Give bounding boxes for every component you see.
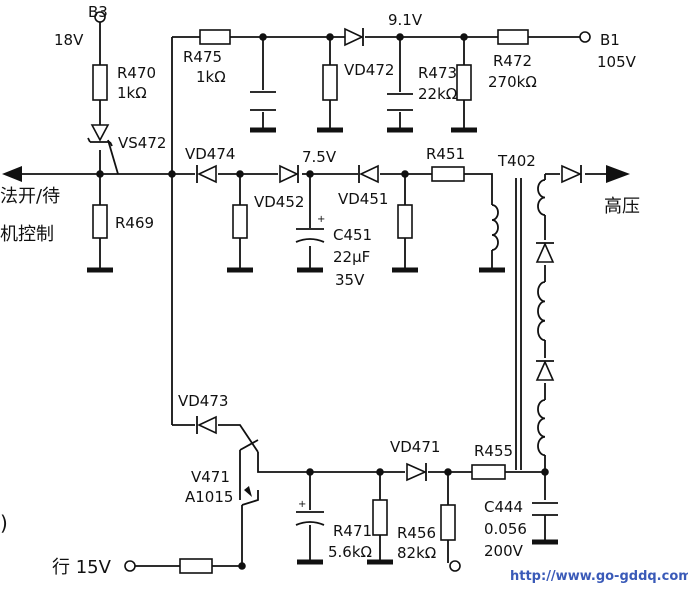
label-r473-val: 22kΩ: [418, 85, 457, 103]
label-r471-val: 5.6kΩ: [328, 543, 372, 561]
resistor-r473: [456, 64, 472, 101]
label-r471-name: R471: [333, 522, 372, 540]
label-control-line2: 机控制: [0, 224, 54, 245]
label-r456-val: 82kΩ: [397, 544, 436, 562]
arrow-gaoya-output: [606, 165, 630, 183]
label-c444-volt: 200V: [484, 542, 524, 560]
diode-vd471: [406, 462, 427, 482]
resistor-r472: [497, 29, 529, 45]
label-gaoya: 高压: [604, 196, 640, 217]
label-vd451: VD451: [338, 190, 388, 208]
label-r470-name: R470: [117, 64, 156, 82]
wires: [14, 22, 600, 567]
label-hang-15v: 行 15V: [52, 557, 112, 578]
label-r469: R469: [115, 214, 154, 232]
zener-vs472: [87, 124, 113, 147]
label-c451-name: C451: [333, 226, 372, 244]
label-c451-cap: 22μF: [333, 248, 370, 266]
label-r470-val: 1kΩ: [117, 84, 147, 102]
resistor-input: [179, 558, 213, 574]
edge-mark: ): [0, 511, 8, 535]
label-c444-cap: 0.056: [484, 520, 527, 538]
label-vd473: VD473: [178, 392, 228, 410]
ground-symbols: [87, 127, 558, 565]
junction-dots: [96, 33, 549, 570]
diode-output: [561, 164, 582, 184]
terminal-b3: [94, 11, 106, 23]
resistor-mid-1: [232, 204, 248, 239]
label-c451-volt: 35V: [335, 271, 365, 289]
capacitor-c444: [532, 502, 558, 516]
label-9-1v: 9.1V: [388, 11, 423, 29]
label-b1-name: B1: [600, 31, 620, 49]
capacitor-c451: +: [295, 214, 325, 243]
label-c444-name: C444: [484, 498, 523, 516]
terminal-hang-15v: [124, 560, 136, 572]
resistor-vd472-leg: [322, 64, 338, 101]
label-vs472: VS472: [118, 134, 166, 152]
resistor-r455: [471, 464, 506, 480]
resistor-mid-2: [397, 204, 413, 239]
diode-vd472: [344, 27, 364, 47]
resistor-r471: [372, 499, 388, 536]
svg-text:+: +: [317, 214, 325, 225]
watermark: http://www.go-gddq.com: [510, 569, 688, 584]
label-b3-name: B3: [88, 3, 108, 21]
capacitor-bottom: +: [295, 499, 325, 526]
label-vd452: VD452: [254, 193, 304, 211]
label-r473-name: R473: [418, 64, 457, 82]
label-r475-val: 1kΩ: [196, 68, 226, 86]
label-t402: T402: [497, 152, 536, 170]
capacitor-top-2: [387, 93, 413, 111]
svg-text:+: +: [298, 499, 306, 510]
diode-vd451: [358, 164, 379, 184]
resistor-r470: [92, 64, 108, 101]
transformer-t402: [491, 178, 546, 470]
label-control-line1: 法开/待: [0, 186, 60, 207]
resistor-r451: [431, 166, 465, 182]
transistor-v471: [239, 439, 259, 497]
label-vd472: VD472: [344, 61, 394, 79]
diode-t402-upper: [535, 242, 555, 263]
label-vd471: VD471: [390, 438, 440, 456]
label-r475-name: R475: [183, 48, 222, 66]
terminal-r456: [449, 560, 461, 572]
terminal-b1: [579, 31, 591, 43]
diode-vd452: [279, 164, 299, 184]
diode-t402-lower: [535, 360, 555, 381]
label-r455: R455: [474, 442, 513, 460]
diode-vd473: [196, 415, 217, 435]
label-v471-name: V471: [191, 468, 230, 486]
label-b1-volt: 105V: [597, 53, 637, 71]
resistor-r469: [92, 204, 108, 239]
label-v471-type: A1015: [185, 488, 233, 506]
capacitor-top-1: [250, 91, 276, 111]
label-r456-name: R456: [397, 524, 436, 542]
label-7-5v: 7.5V: [302, 148, 337, 166]
label-b3-volt: 18V: [54, 31, 84, 49]
label-vd474: VD474: [185, 145, 235, 163]
label-r472-name: R472: [493, 52, 532, 70]
resistor-r475: [199, 29, 231, 45]
label-r472-val: 270kΩ: [488, 73, 537, 91]
resistor-r456: [440, 504, 456, 541]
diode-vd474: [196, 164, 217, 184]
label-r451: R451: [426, 145, 465, 163]
arrow-left-control: [2, 166, 22, 182]
